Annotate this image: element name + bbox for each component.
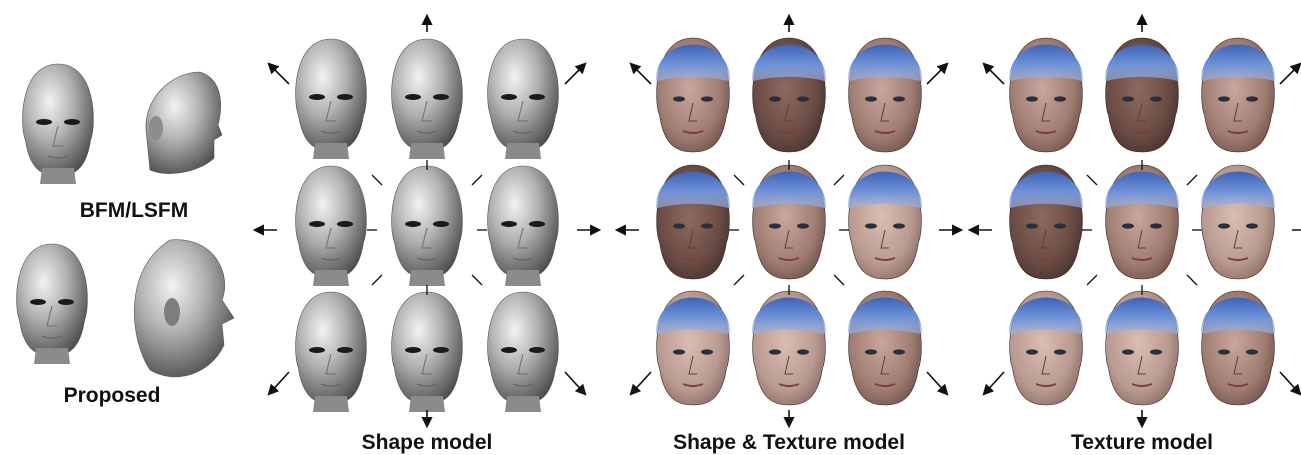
shape_texture-head-r1c2 (752, 38, 826, 152)
tick-top-right (1187, 175, 1197, 185)
texture-head-r2c1 (1009, 165, 1083, 279)
arrow-down-right (1280, 372, 1300, 394)
tick-top-right (834, 175, 844, 185)
panel-texture (970, 16, 1301, 426)
tick-bottom-right (834, 275, 844, 285)
texture-head-r1c2 (1105, 38, 1179, 152)
shape_texture-head-r3c2 (752, 291, 826, 405)
arrow-up-right (927, 64, 947, 84)
shape_texture-head-r2c1 (656, 165, 730, 279)
shape_texture-head-r3c3 (848, 291, 922, 405)
arrow-down-left (269, 372, 289, 394)
shape_texture-head-r1c3 (848, 38, 922, 152)
texture-head-r3c2 (1105, 291, 1179, 405)
arrow-down-left (631, 372, 651, 394)
panel-shape (255, 16, 599, 426)
proposed-label: Proposed (64, 384, 161, 407)
texture-head-r3c3 (1201, 291, 1275, 405)
tick-top-left (1087, 175, 1097, 185)
shape_texture-head-r3c1 (656, 291, 730, 405)
texture-head-r1c1 (1009, 38, 1083, 152)
shape-head-r2c2 (392, 166, 463, 286)
texture-head-r3c1 (1009, 291, 1083, 405)
arrow-down-right (927, 372, 947, 394)
bfm-label: BFM/LSFM (80, 199, 188, 222)
bfm-frontal-head (23, 64, 94, 184)
caption-shape-model: Shape model (362, 431, 493, 454)
tick-bottom-left (734, 275, 744, 285)
tick-bottom-right (1187, 275, 1197, 285)
shape-head-r2c1 (296, 166, 367, 286)
arrow-up-left (269, 64, 289, 84)
tick-top-left (372, 175, 382, 185)
shape-head-r2c3 (488, 166, 559, 286)
tick-bottom-right (472, 275, 482, 285)
arrow-up-right (1280, 64, 1300, 84)
tick-bottom-left (372, 275, 382, 285)
caption-texture-model: Texture model (1071, 431, 1213, 454)
panels (255, 16, 1301, 426)
tick-top-right (472, 175, 482, 185)
shape-head-r1c3 (488, 39, 559, 159)
shape-head-r3c1 (296, 292, 367, 412)
shape_texture-head-r2c3 (848, 165, 922, 279)
arrow-up-right (565, 64, 585, 84)
caption-shape-texture-model: Shape & Texture model (673, 431, 905, 454)
shape-head-r3c2 (392, 292, 463, 412)
arrow-down-left (984, 372, 1004, 394)
tick-top-left (734, 175, 744, 185)
texture-head-r2c2 (1105, 165, 1179, 279)
shape-head-r1c2 (392, 39, 463, 159)
shape_texture-head-r1c1 (656, 38, 730, 152)
arrow-up-left (631, 64, 651, 84)
texture-head-r2c3 (1201, 165, 1275, 279)
proposed-profile-head (134, 240, 234, 377)
shape-head-r3c3 (488, 292, 559, 412)
panel-shape_texture (617, 16, 961, 426)
arrow-down-right (565, 372, 585, 394)
arrow-up-left (984, 64, 1004, 84)
shape_texture-head-r2c2 (752, 165, 826, 279)
texture-head-r1c3 (1201, 38, 1275, 152)
tick-bottom-left (1087, 275, 1097, 285)
shape-head-r1c1 (296, 39, 367, 159)
bfm-profile-head (146, 72, 222, 174)
proposed-frontal-head (17, 244, 88, 364)
